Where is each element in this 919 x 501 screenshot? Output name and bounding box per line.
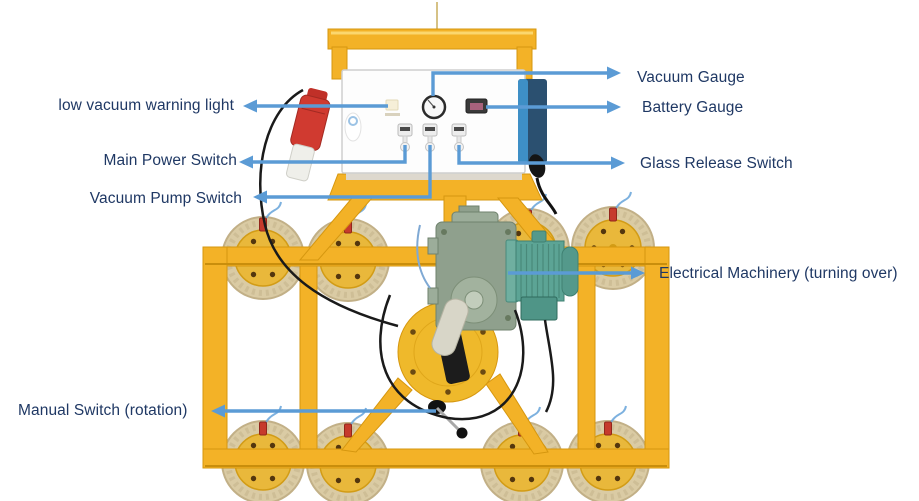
electric-motor xyxy=(505,230,579,321)
power-plug xyxy=(285,88,331,182)
callout-label-battery-gauge: Battery Gauge xyxy=(642,99,744,116)
callout-label-main-power-switch: Main Power Switch xyxy=(103,152,237,169)
callout-label-vacuum-gauge: Vacuum Gauge xyxy=(637,69,745,86)
battery-gauge-display xyxy=(465,98,488,114)
top-hanger-bar xyxy=(327,2,537,80)
control-panel xyxy=(341,69,526,180)
output-shaft xyxy=(431,298,469,357)
callout-arrows xyxy=(211,66,645,418)
cables xyxy=(259,88,555,421)
side-mounted-box xyxy=(518,79,558,215)
callout-arrow-main-power-switch xyxy=(239,145,407,169)
callout-arrow-vacuum-pump-switch xyxy=(253,145,432,204)
callout-label-manual-switch: Manual Switch (rotation) xyxy=(18,402,188,419)
cable xyxy=(535,177,558,215)
callout-label-electrical-machinery: Electrical Machinery (turning over) xyxy=(659,265,898,282)
vacuum-gauge-dial xyxy=(421,94,447,120)
callout-arrow-glass-release-switch xyxy=(457,145,625,170)
callout-label-vacuum-pump-switch: Vacuum Pump Switch xyxy=(89,190,242,207)
motor-junction-box xyxy=(520,296,558,321)
callout-label-low-vacuum-warning-light: low vacuum warning light xyxy=(58,97,234,114)
glass-release-switch-toggle xyxy=(451,123,467,152)
callout-arrow-vacuum-gauge xyxy=(431,66,621,96)
callout-label-glass-release-switch: Glass Release Switch xyxy=(640,155,793,172)
gearbox xyxy=(427,205,517,357)
